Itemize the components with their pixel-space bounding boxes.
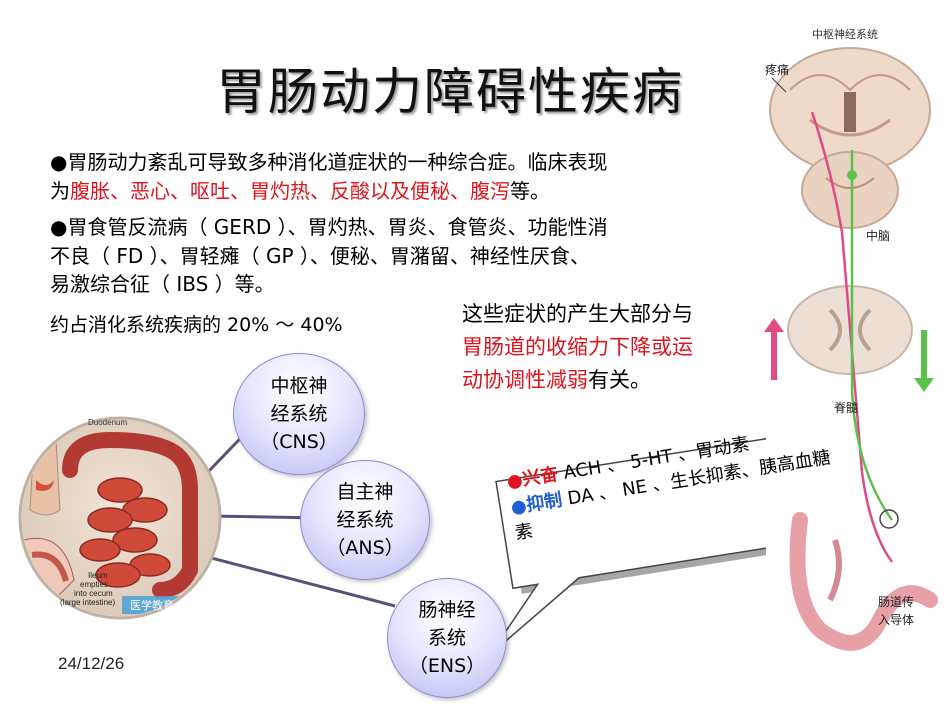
cause-note: 这些症状的产生大部分与胃肠道的收缩力下降或运动协调性减弱有关。: [462, 298, 712, 397]
label-ileum: Ileum: [88, 571, 108, 580]
node-ens-line-2: 系统: [427, 627, 466, 649]
overview-text-2: 为: [50, 178, 70, 203]
disease-line-3: 易激综合征（ IBS ）等。: [50, 272, 275, 296]
prevalence-text: 约占消化系统疾病的 20% ～ 40%: [50, 314, 343, 336]
label-ileum-3: into cecum: [74, 589, 113, 598]
label-ileum-2: empties: [80, 580, 108, 589]
bullet: ●: [50, 215, 68, 239]
disease-line-2: 不良（ FD ）、胃轻瘫（ GP ）、便秘、胃潴留、神经性厌食、: [50, 243, 590, 268]
label-spine: 脊髓: [834, 401, 858, 415]
bullet: ●: [50, 150, 68, 174]
paragraph-diseases: ●胃食管反流病（ GERD ）、胃灼热、胃炎、食管炎、功能性消 不良（ FD ）…: [50, 213, 765, 299]
inhibitory-label: 抑制: [524, 489, 564, 516]
node-ans-line-3: （ANS）: [326, 537, 404, 559]
excitatory-label: 兴奋: [520, 463, 560, 491]
node-cns-line-2: 经系统: [270, 403, 328, 425]
nervous-system-illustration: [764, 0, 950, 713]
node-ens: 肠神经 系统 （ENS）: [387, 578, 507, 698]
node-cns-line-3: （CNS）: [260, 431, 338, 453]
label-duodenum: Duodenum: [88, 418, 127, 427]
label-midbrain: 中脑: [866, 228, 890, 243]
node-ens-line-1: 肠神经: [418, 599, 476, 621]
intestine-illustration: Duodenum Ileum empties into cecum (large…: [18, 416, 222, 620]
note-text-2: 有关。: [588, 368, 651, 392]
connector-ens: [199, 553, 396, 608]
label-pain: 疼痛: [765, 62, 789, 77]
node-ans-line-1: 自主神: [336, 481, 394, 503]
anatomy-header: 中枢神经系统: [812, 27, 878, 41]
watermark-text: 医学教育: [130, 598, 174, 612]
node-cns-line-1: 中枢神: [270, 375, 328, 397]
symptom-list: 腹胀、恶心、呕吐、胃灼热、反酸以及便秘、腹泻: [70, 178, 510, 203]
slide-title: 胃肠动力障碍性疾病: [216, 63, 684, 121]
node-ans: 自主神 经系统 （ANS）: [300, 460, 430, 580]
overview-text: 胃肠动力紊乱可导致多种消化道症状的一种综合症。临床表现: [67, 150, 608, 174]
label-gut-2: 入导体: [878, 613, 914, 627]
node-ens-line-3: （ENS）: [408, 655, 486, 677]
overview-text-3: 等。: [510, 178, 550, 203]
paragraph-overview: ●胃肠动力紊乱可导致多种消化道症状的一种综合症。临床表现 为腹胀、恶心、呕吐、胃…: [50, 148, 765, 205]
note-highlight: 胃肠道的收缩力下降或运动协调性减弱: [462, 335, 693, 392]
disease-line-1: 胃食管反流病（ GERD ）、胃灼热、胃炎、食管炎、功能性消: [67, 215, 608, 239]
node-ans-line-2: 经系统: [336, 509, 394, 531]
note-text-1: 这些症状的产生大部分与: [462, 302, 693, 326]
label-ileum-4: (large intestine): [60, 598, 115, 607]
label-gut-1: 肠道传: [878, 594, 914, 609]
slide-date: 24/12/26: [58, 654, 125, 673]
node-cns: 中枢神 经系统 （CNS）: [233, 353, 365, 475]
